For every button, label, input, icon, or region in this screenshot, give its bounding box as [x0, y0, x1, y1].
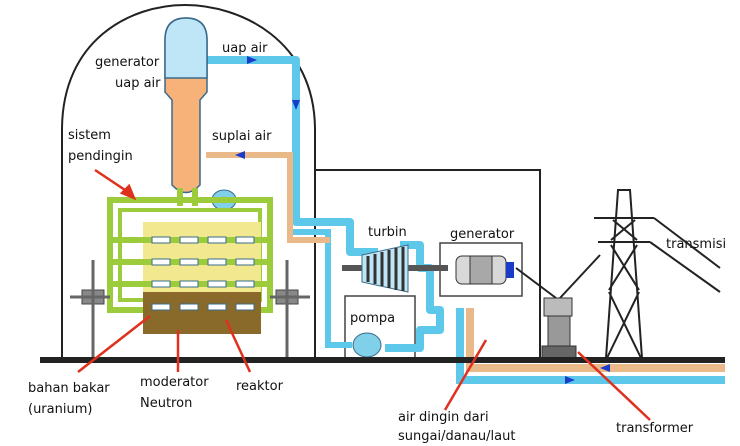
flow-arrow-steam [247, 56, 257, 64]
transmission-tower-icon [594, 189, 721, 359]
flow-arrow-river-in [565, 376, 575, 384]
label-fuel-1: bahan bakar [28, 381, 110, 396]
generator-cylinder-icon [455, 255, 514, 285]
label-pump: pompa [350, 311, 395, 326]
river-water-inlet [456, 308, 725, 384]
steam-generator-top [164, 17, 208, 79]
turbine-rotor-icon [342, 244, 448, 293]
reactor-core [70, 188, 310, 358]
label-transformer: transformer [616, 421, 694, 436]
flow-arrow-river-out [600, 364, 610, 372]
label-steam-generator-1: generator [95, 55, 160, 70]
label-cold-water-1: air dingin dari [398, 410, 489, 425]
containment-dome [61, 3, 316, 360]
label-fuel-2: (uranium) [28, 402, 92, 417]
label-cooling-1: sistem [68, 128, 111, 143]
label-moderator-2: Neutron [140, 396, 192, 411]
condenser-loop [385, 241, 444, 352]
flow-arrow-supply [235, 151, 245, 159]
label-reactor: reaktor [236, 379, 284, 394]
label-steam-generator-2: uap air [115, 76, 161, 91]
label-steam: uap air [222, 41, 268, 56]
steam-pipe [206, 56, 378, 256]
flow-arrow-steam-2 [292, 100, 300, 110]
turbine-building [315, 169, 541, 360]
water-supply-pipe [206, 152, 330, 243]
pump-return-pipe [292, 229, 352, 348]
label-water-supply: suplai air [212, 129, 272, 144]
label-generator: generator [450, 227, 515, 242]
fuel-block [143, 222, 261, 292]
label-moderator-1: moderator [140, 375, 209, 390]
label-transmission: transmisi [666, 237, 726, 252]
callout-arrows [77, 168, 651, 421]
transformer-icon [515, 254, 601, 361]
label-turbine: turbin [368, 225, 407, 240]
label-cooling-2: pendingin [68, 149, 133, 164]
label-cold-water-2: sungai/danau/laut [398, 429, 515, 444]
pump-body [352, 332, 382, 358]
